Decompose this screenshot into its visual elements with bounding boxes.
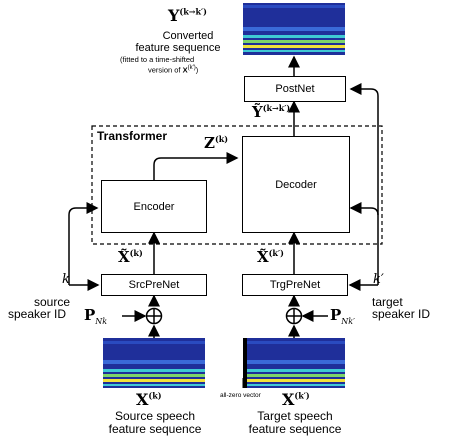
transformer-dashed-box [91, 125, 383, 245]
k-prime-symbol: k′ [373, 272, 384, 287]
src-seq-label-1: Source speech [114, 409, 196, 423]
srcprenet-block: SrcPreNet [101, 274, 207, 296]
target-id-label-1: target [372, 295, 403, 309]
k-to-encoder-arrow [68, 202, 99, 285]
y-tilde-symbol: Ỹ(k→k′) [252, 103, 291, 121]
srcprenet-label: SrcPreNet [128, 279, 180, 291]
y-output-symbol: Y(k→k′) [168, 6, 207, 25]
target-id-label-2: speaker ID [372, 307, 431, 321]
zero-vector-column [243, 338, 247, 388]
k-symbol: k [62, 272, 70, 287]
output-spectrogram [243, 3, 345, 55]
trgprenet-label: TrgPreNet [269, 279, 321, 291]
encoder-label: Encoder [133, 200, 175, 213]
output-title: Converted [162, 30, 214, 42]
x-tilde-src-symbol: X̃(k) [118, 248, 143, 266]
output-subtitle: feature sequence [135, 42, 221, 54]
source-id-label-1: source [34, 295, 71, 309]
decoder-block: Decoder [242, 136, 350, 233]
p-nk-symbol: PNk [84, 306, 108, 326]
transformer-title: Transformer [97, 129, 168, 143]
postnet-block: PostNet [244, 76, 346, 102]
postnet-label: PostNet [275, 83, 315, 95]
output-note-2: version of X(k′)) [148, 65, 199, 75]
decoder-label: Decoder [275, 178, 317, 191]
trgprenet-block: TrgPreNet [242, 274, 348, 296]
zero-vector-label: all-zero vector [220, 392, 261, 399]
src-plus-icon [145, 307, 163, 325]
src-seq-label-2: feature sequence [108, 422, 202, 436]
encoder-block: Encoder [101, 180, 207, 233]
z-symbol: Z(k) [204, 134, 229, 152]
trg-seq-label-1: Target speech [257, 409, 333, 423]
x-tilde-trg-symbol: X̃(k′) [257, 248, 284, 266]
output-note-1: (fitted to a time-shifted [120, 55, 195, 64]
trg-plus-icon [285, 307, 303, 325]
x-src-symbol: X(k) [136, 390, 162, 409]
x-trg-symbol: X(k′) [282, 390, 310, 409]
p-nk-prime-symbol: PNk′ [330, 306, 355, 326]
kprime-to-postnet-arrow [349, 83, 379, 215]
encoder-to-decoder-arrow [153, 152, 239, 180]
source-spectrogram [103, 338, 205, 388]
trg-seq-label-2: feature sequence [248, 422, 342, 436]
target-spectrogram [243, 338, 345, 388]
source-id-label-2: speaker ID [8, 307, 67, 321]
